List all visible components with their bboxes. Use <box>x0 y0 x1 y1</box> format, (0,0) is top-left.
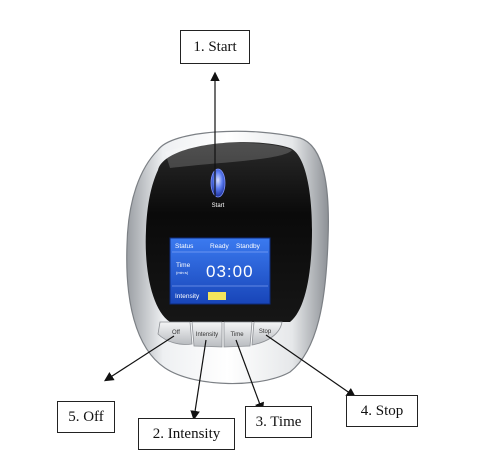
intensity-button[interactable] <box>191 321 223 348</box>
callout-stop: 4. Stop <box>346 395 418 427</box>
callout-intensity: 2. Intensity <box>138 418 235 450</box>
off-button-label: Off <box>172 330 180 336</box>
lcd-time-sublabel: (min:s) <box>176 270 189 275</box>
arrow-off <box>103 335 175 382</box>
lcd-status-label: Status <box>175 243 194 250</box>
lcd-ready-label: Ready <box>210 243 230 250</box>
callout-time: 3. Time <box>245 406 312 438</box>
callout-off: 5. Off <box>57 401 115 433</box>
stop-button-label: Stop <box>259 329 272 335</box>
lcd-time-value: 03:00 <box>206 262 254 281</box>
arrow-time <box>235 339 264 413</box>
intensity-bar <box>208 292 226 300</box>
gloss-highlight <box>165 142 292 168</box>
time-button-label: Time <box>230 332 244 338</box>
arrow-stop <box>265 334 356 398</box>
stop-button[interactable] <box>251 321 283 346</box>
lcd-intensity-label: Intensity <box>175 293 200 300</box>
callout-start: 1. Start <box>180 30 250 64</box>
off-button[interactable] <box>157 321 193 345</box>
intensity-button-label: Intensity <box>196 332 218 338</box>
lcd-standby-label: Standby <box>236 243 261 250</box>
start-label: Start <box>212 203 225 209</box>
arrow-intensity <box>190 339 207 421</box>
time-button[interactable] <box>223 321 253 348</box>
lcd-time-label: Time <box>176 262 191 269</box>
start-button-icon[interactable] <box>210 168 226 198</box>
